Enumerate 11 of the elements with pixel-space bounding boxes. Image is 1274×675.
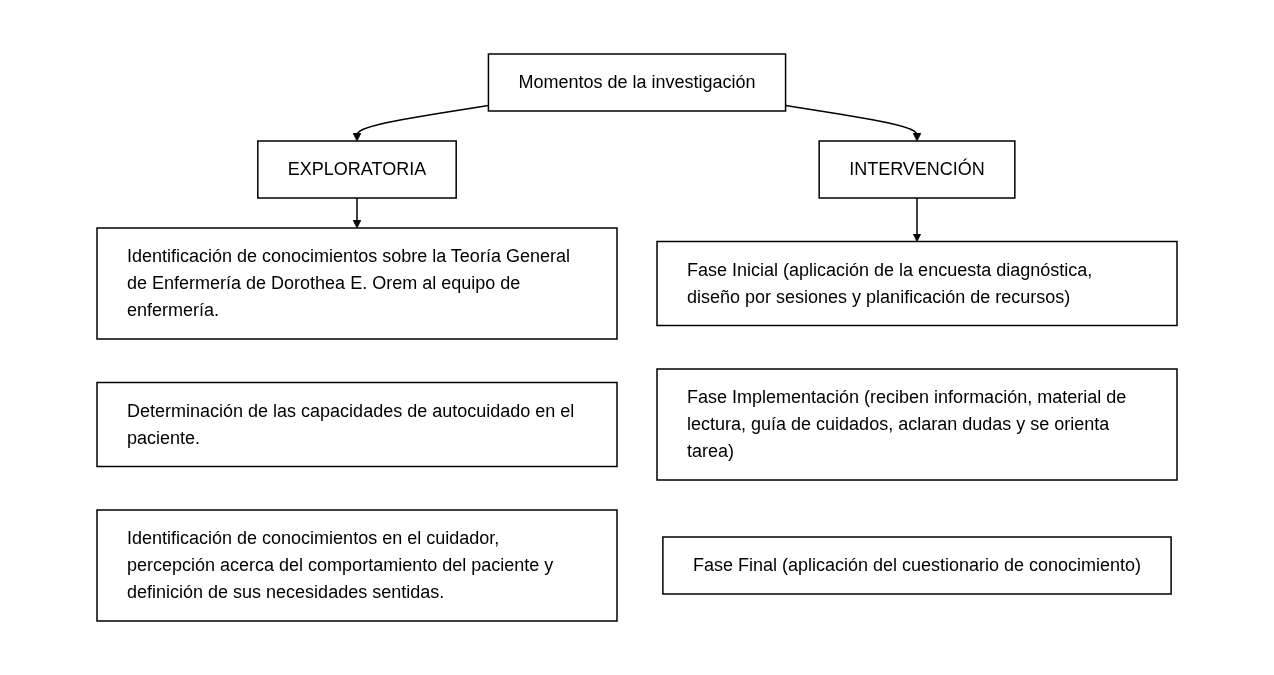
- node-box: Momentos de la investigación: [487, 53, 787, 112]
- node-box: INTERVENCIÓN: [818, 140, 1016, 199]
- node-box: Fase Implementación (reciben información, material de lectura, guía de cuidados, aclaran dudas y se orienta tarea): [656, 368, 1178, 481]
- node-box: Fase Final (aplicación del cuestionario de conocimiento): [662, 536, 1172, 595]
- node-box: Identificación de conocimientos sobre la Teoría General de Enfermería de Dorothea E. Orem al equipo de enfermería.: [96, 227, 618, 340]
- node-box: Identificación de conocimientos en el cuidador, percepción acerca del comportamiento del paciente y definición de sus necesidades sentidas.: [96, 509, 618, 622]
- arrow: [912, 197, 922, 242]
- node-box: Determinación de las capacidades de autocuidado en el paciente.: [96, 381, 618, 468]
- node-box: Fase Inicial (aplicación de la encuesta diagnóstica, diseño por sesiones y planificación de recursos): [656, 240, 1178, 327]
- arrow: [352, 197, 362, 229]
- node-box: EXPLORATORIA: [257, 140, 457, 199]
